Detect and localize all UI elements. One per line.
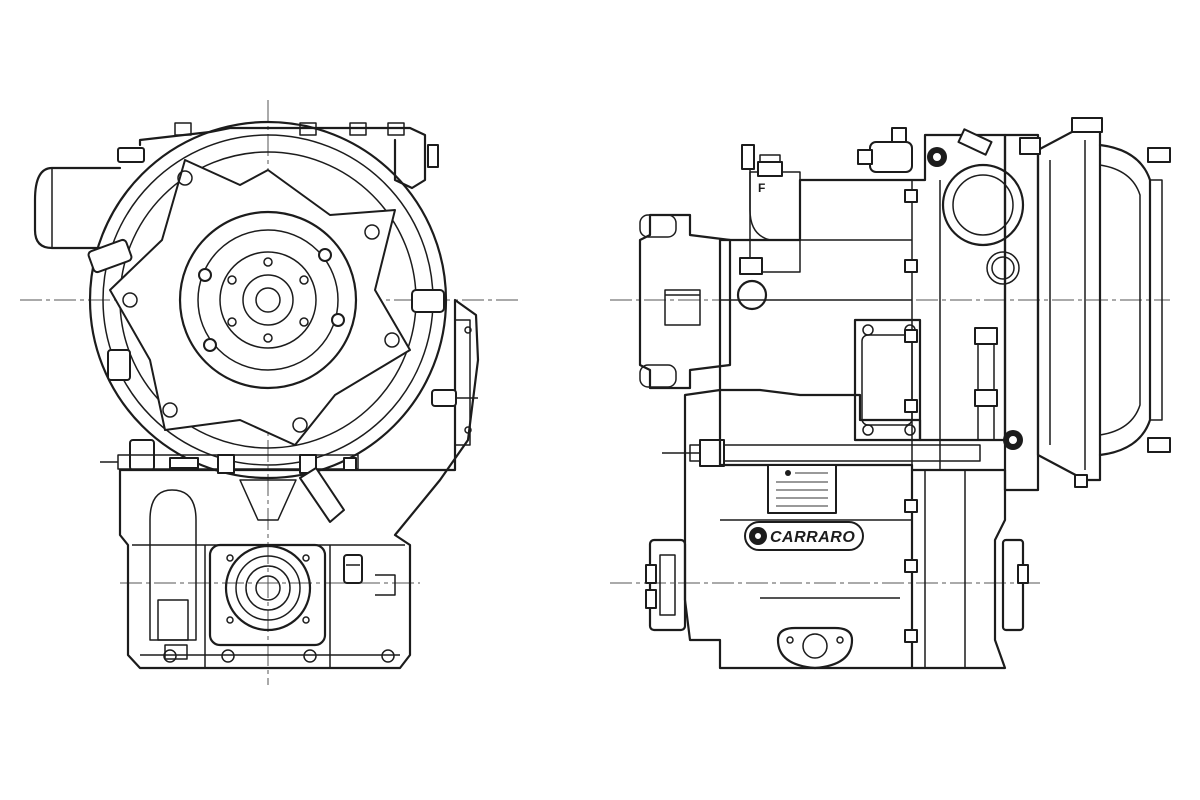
front-hub xyxy=(178,210,358,390)
front-left-slot xyxy=(149,489,197,641)
side-view: F xyxy=(610,117,1171,670)
front-plug xyxy=(343,554,363,584)
front-view xyxy=(20,100,520,685)
front-output-flange xyxy=(208,543,327,647)
front-bottom-pipe xyxy=(100,454,359,474)
side-lower-left-flange xyxy=(645,538,687,632)
side-lower-right-flange xyxy=(1001,538,1029,632)
side-solenoid-valve xyxy=(857,127,913,173)
side-inspection-cover xyxy=(853,318,922,442)
side-small-port xyxy=(986,251,1020,285)
front-star-plate xyxy=(109,159,411,446)
side-brand-badge: CARRARO xyxy=(744,521,864,551)
side-converter-bell xyxy=(1036,117,1171,488)
side-horizontal-pipe xyxy=(662,439,981,467)
side-name-plate xyxy=(767,464,837,514)
brand-label: CARRARO xyxy=(770,529,855,546)
front-angled-sensor xyxy=(299,467,345,523)
front-left-cylinder xyxy=(33,166,122,250)
front-cast-rib xyxy=(239,479,297,521)
side-f-port: F xyxy=(736,144,801,311)
side-large-port xyxy=(941,163,1025,247)
f-port-label: F xyxy=(758,181,765,195)
side-bottom-drain xyxy=(776,626,854,670)
side-vertical-pipe xyxy=(977,329,995,441)
front-lower-housing xyxy=(118,298,480,670)
side-left-flange xyxy=(638,213,732,390)
